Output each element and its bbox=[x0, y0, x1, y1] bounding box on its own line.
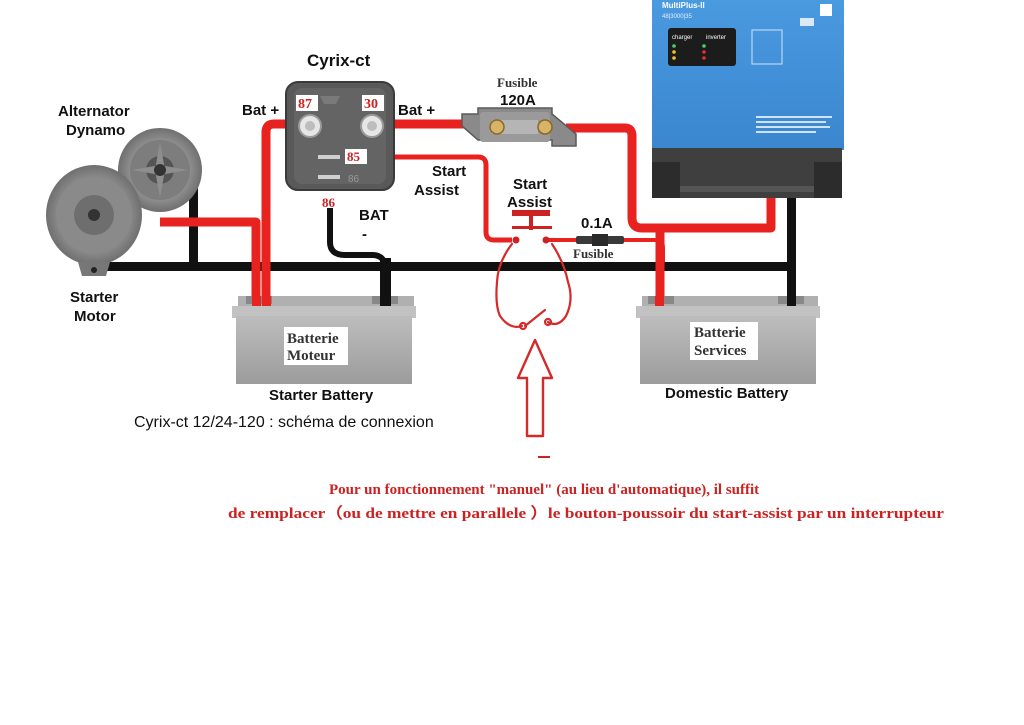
fuse-main-label: Fusible bbox=[497, 75, 538, 90]
start-assist-to-small-fuse bbox=[548, 238, 665, 262]
terminal-85-label: 85 bbox=[347, 149, 361, 164]
ground-drop-domestic-battery bbox=[787, 195, 796, 302]
inverter-brand-label: MultiPlus-II bbox=[662, 1, 705, 10]
diagram-caption: Cyrix-ct 12/24-120 : schéma de connexion bbox=[134, 414, 434, 431]
annotation-dash bbox=[538, 456, 550, 458]
negative-wiring bbox=[95, 185, 796, 302]
domestic-battery-tag-line2: Services bbox=[694, 343, 747, 359]
start-assist-push-button bbox=[512, 210, 552, 244]
cyrix-86-ground-wire bbox=[327, 208, 388, 269]
start-assist-button-label-line1: Start bbox=[513, 176, 547, 193]
manual-switch-sketch bbox=[495, 242, 572, 331]
bat-plus-left-label: Bat + bbox=[242, 102, 279, 119]
starter-battery-label: Starter Battery bbox=[269, 387, 374, 404]
terminal-86-label: 86 bbox=[322, 195, 336, 210]
start-assist-wire-label-line2: Assist bbox=[414, 182, 459, 199]
manual-mode-note-line1: Pour un fonctionnement "manuel" (au lieu… bbox=[329, 482, 759, 498]
fuse-main-rating: 120A bbox=[500, 92, 536, 109]
starter-battery-tag-line1: Batterie bbox=[287, 331, 339, 347]
inverter-model-label: 48|3000|35 bbox=[662, 14, 692, 20]
bat-minus-label-line1: BAT bbox=[359, 207, 389, 224]
annotation-arrow bbox=[516, 338, 554, 438]
starter-battery-tag-line2: Moteur bbox=[287, 348, 336, 364]
terminal-86-box-label: 86 bbox=[348, 174, 360, 185]
terminal-30-label: 30 bbox=[364, 97, 378, 112]
starter-motor-label-line1: Starter bbox=[70, 289, 119, 306]
fuse-small-rating: 0.1A bbox=[581, 215, 613, 232]
domestic-battery-tag-line1: Batterie bbox=[694, 325, 746, 341]
dynamo-label: Dynamo bbox=[66, 122, 125, 139]
start-assist-button-label-line2: Assist bbox=[507, 194, 552, 211]
main-fuse-120a bbox=[461, 107, 577, 147]
positive-wiring bbox=[160, 119, 776, 302]
inverter-inverter-header: inverter bbox=[706, 35, 726, 41]
inverter-charger-header: charger bbox=[672, 35, 692, 41]
alternator-dynamo bbox=[118, 128, 202, 212]
alternator-label: Alternator bbox=[58, 103, 130, 120]
ground-bus bbox=[95, 262, 795, 271]
fuse-to-inverter bbox=[566, 123, 776, 233]
small-fuse-0-1a bbox=[576, 234, 624, 246]
domestic-battery bbox=[636, 296, 820, 384]
terminal-87-label: 87 bbox=[298, 97, 312, 112]
starter-battery-to-cyrix-87 bbox=[261, 119, 300, 302]
cyrix-title: Cyrix-ct bbox=[307, 51, 371, 70]
start-assist-wire-label-line1: Start bbox=[432, 163, 466, 180]
alternator-positive-wire bbox=[160, 217, 261, 302]
starter-motor bbox=[46, 165, 142, 276]
starter-motor-label-line2: Motor bbox=[74, 308, 116, 325]
manual-mode-note-line2: de remplacer（ou de mettre en parallele ）… bbox=[228, 504, 944, 522]
inverter-multiplus bbox=[652, 0, 844, 198]
bat-plus-right-label: Bat + bbox=[398, 102, 435, 119]
ground-drop-starter-battery bbox=[380, 258, 391, 302]
start-assist-signal-wire bbox=[360, 154, 512, 243]
bat-minus-label-line2: - bbox=[362, 226, 367, 243]
fuse-small-label: Fusible bbox=[573, 246, 614, 261]
domestic-battery-label: Domestic Battery bbox=[665, 385, 789, 402]
